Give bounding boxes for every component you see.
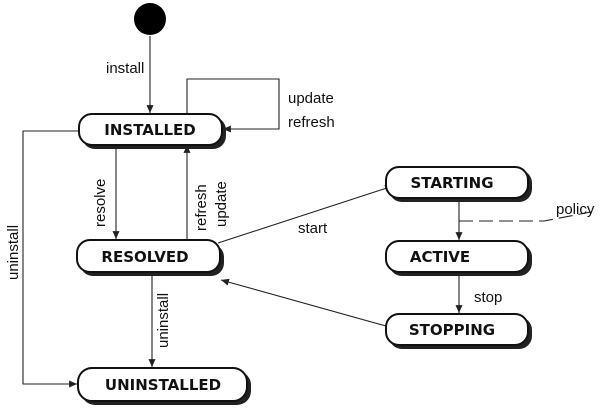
edge-uninstall-from-installed [22, 130, 79, 388]
state-installed-label: INSTALLED [104, 121, 195, 139]
state-resolved-label: RESOLVED [101, 248, 188, 266]
label-start: start [298, 220, 328, 237]
label-update-up: update [213, 181, 230, 227]
edge-policy [459, 210, 597, 222]
state-starting: STARTING [385, 166, 532, 202]
label-uninstall-resolved: uninstall [155, 293, 172, 348]
state-active: ACTIVE [385, 240, 532, 276]
label-stop: stop [474, 289, 502, 306]
edge-self-loop-update-refresh [186, 78, 280, 133]
state-resolved: RESOLVED [76, 239, 224, 276]
label-install: install [106, 60, 144, 77]
state-stopping: STOPPING [385, 313, 532, 349]
label-uninstall-installed: uninstall [5, 225, 22, 280]
state-uninstalled-label: UNINSTALLED [105, 376, 221, 394]
label-resolve: resolve [92, 179, 109, 227]
label-refresh-up: refresh [193, 184, 210, 231]
label-policy: policy [556, 201, 595, 218]
state-stopping-label: STOPPING [409, 321, 495, 339]
edge-stopping-resolved [220, 278, 387, 327]
label-refresh-self: refresh [288, 114, 335, 131]
state-starting-label: STARTING [410, 174, 493, 192]
initial-state-node [134, 3, 166, 35]
label-update-self: update [288, 90, 334, 107]
state-installed: INSTALLED [78, 113, 226, 149]
edge-start [217, 185, 394, 244]
state-uninstalled: UNINSTALLED [77, 367, 251, 405]
state-active-label: ACTIVE [410, 248, 470, 266]
